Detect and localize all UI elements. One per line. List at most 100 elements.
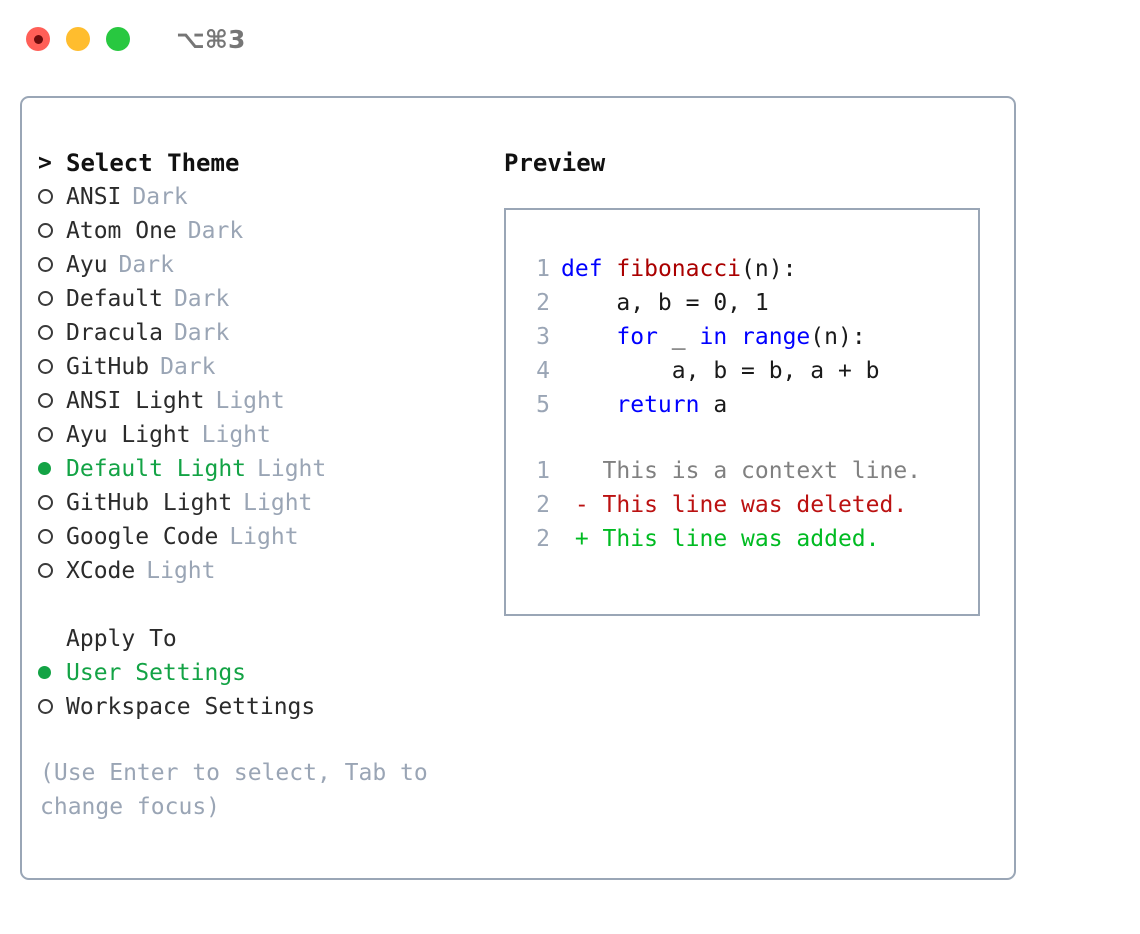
radio-unselected-icon	[38, 350, 66, 384]
theme-name-label: Ayu	[66, 252, 108, 278]
theme-variant-label: Light	[215, 388, 285, 414]
code-token: for	[616, 324, 658, 350]
bullet-shape	[38, 325, 53, 340]
hint-spacer	[38, 724, 490, 756]
keyboard-hint-text: (Use Enter to select, Tab to change focu…	[40, 760, 428, 820]
title-bar: ⌥⌘3	[0, 0, 1140, 78]
theme-variant-label: Dark	[132, 184, 188, 210]
code-token: _	[657, 324, 700, 350]
radio-unselected-icon	[38, 486, 66, 520]
preview-heading: Preview	[504, 149, 606, 177]
code-diff-gap	[516, 422, 972, 454]
theme-name-label: XCode	[66, 558, 136, 584]
code-line: 4 a, b = b, a + b	[516, 354, 972, 388]
diff-line-text: This is a context line.	[561, 458, 922, 484]
diff-line: 2 - This line was deleted.	[516, 488, 972, 522]
theme-name-label: Dracula	[66, 320, 163, 346]
diff-line-number: 1	[536, 458, 550, 484]
close-button[interactable]	[26, 27, 50, 51]
minimize-button[interactable]	[66, 27, 90, 51]
code-token: in	[699, 324, 728, 350]
diff-line-text: + This line was added.	[561, 526, 880, 552]
radio-unselected-icon	[38, 384, 66, 418]
theme-name-label: ANSI Light	[66, 388, 205, 414]
prompt-caret-icon: >	[38, 150, 52, 176]
theme-list-item[interactable]: XCode Light	[38, 554, 490, 588]
select-theme-heading-label: Select Theme	[66, 149, 240, 177]
code-token: (n):	[810, 324, 866, 350]
theme-list-item[interactable]: Ayu Light Light	[38, 418, 490, 452]
bullet-shape	[38, 427, 53, 442]
bullet-shape	[38, 699, 53, 714]
theme-name-label: GitHub Light	[66, 490, 233, 516]
apply-to-option-label: Workspace Settings	[66, 694, 316, 720]
radio-selected-icon	[38, 656, 66, 690]
radio-unselected-icon	[38, 418, 66, 452]
theme-list-item[interactable]: Ayu Dark	[38, 248, 490, 282]
apply-to-option[interactable]: Workspace Settings	[38, 690, 490, 724]
bullet-shape	[38, 563, 53, 578]
theme-name-label: Ayu Light	[66, 422, 191, 448]
theme-variant-label: Dark	[160, 354, 216, 380]
theme-list-item[interactable]: ANSI Light Light	[38, 384, 490, 418]
theme-name-label: GitHub	[66, 354, 150, 380]
code-line-number: 4	[536, 358, 550, 384]
code-line: 3 for _ in range(n):	[516, 320, 972, 354]
code-token: return	[616, 392, 700, 418]
code-token: fibonacci	[616, 256, 742, 282]
code-token: a	[699, 392, 728, 418]
code-line-number: 1	[536, 256, 550, 282]
bullet-shape	[38, 495, 53, 510]
keyboard-shortcut-label: ⌥⌘3	[176, 24, 246, 54]
bullet-shape	[38, 666, 51, 679]
code-line-number: 3	[536, 324, 550, 350]
theme-name-label: Atom One	[66, 218, 177, 244]
theme-variant-label: Light	[243, 490, 313, 516]
theme-variant-label: Light	[201, 422, 271, 448]
radio-unselected-icon	[38, 520, 66, 554]
code-line-text: a, b = b, a + b	[561, 354, 880, 388]
theme-variant-label: Light	[146, 558, 216, 584]
diff-line-text: - This line was deleted.	[561, 492, 908, 518]
apply-to-option-label: User Settings	[66, 660, 247, 686]
radio-selected-icon	[38, 452, 66, 486]
code-line: 2 a, b = 0, 1	[516, 286, 972, 320]
code-line: 5 return a	[516, 388, 972, 422]
diff-line-number: 2	[536, 526, 550, 552]
code-token: range	[741, 324, 811, 350]
code-token: a, b = b, a + b	[561, 358, 880, 384]
code-line-number: 5	[536, 392, 550, 418]
list-spacer	[38, 588, 490, 622]
code-token	[727, 324, 741, 350]
radio-unselected-icon	[38, 554, 66, 588]
bullet-shape	[38, 529, 53, 544]
maximize-button[interactable]	[106, 27, 130, 51]
bullet-shape	[38, 462, 51, 475]
theme-name-label: Default Light	[66, 456, 247, 482]
theme-list-item[interactable]: GitHub Dark	[38, 350, 490, 384]
code-token: def	[561, 256, 603, 282]
code-line-text: def fibonacci(n):	[561, 252, 796, 286]
theme-variant-label: Dark	[118, 252, 174, 278]
apply-to-option[interactable]: User Settings	[38, 656, 490, 690]
theme-variant-label: Dark	[173, 286, 230, 312]
code-token: a, b = 0, 1	[561, 290, 769, 316]
code-line-number: 2	[536, 290, 550, 316]
theme-list-item[interactable]: GitHub Light Light	[38, 486, 490, 520]
diff-line-number: 2	[536, 492, 550, 518]
apply-to-heading: o Apply To	[38, 622, 490, 656]
apply-to-marker-placeholder: o	[38, 622, 66, 656]
apply-to-heading-label: Apply To	[66, 626, 177, 652]
